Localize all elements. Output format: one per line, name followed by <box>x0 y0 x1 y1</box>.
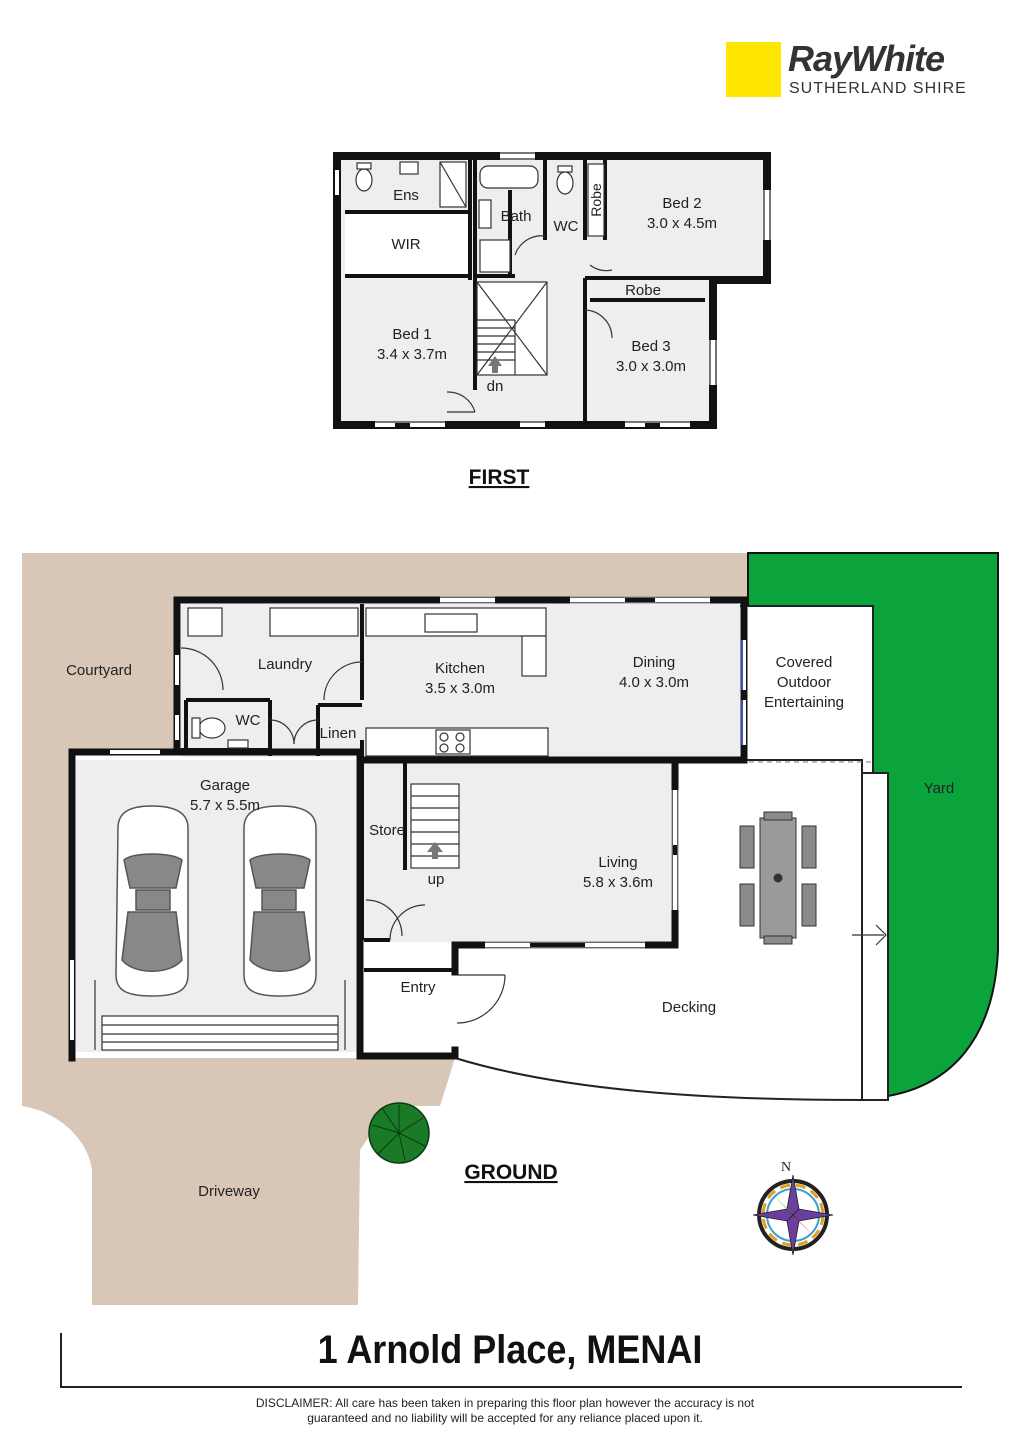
decking-outline <box>454 759 863 1102</box>
room-label-laundry: Laundry <box>258 656 313 673</box>
bed2-robe <box>587 163 605 237</box>
room-label-living-name: Living <box>598 854 637 871</box>
ground-floor-plan: N Courtyard Laundry WC Linen Kitchen 3.5… <box>22 552 999 1305</box>
outdoor-dining-table-icon <box>739 811 817 945</box>
disclaimer-line-1: DISCLAIMER: All care has been taken in p… <box>255 1396 755 1410</box>
compass-icon: N <box>752 1160 834 1256</box>
first-floor-title: FIRST <box>469 466 530 489</box>
room-label-bath: Bath <box>501 208 532 225</box>
first-floor-plan: Ens Bath WC Robe Bed 2 3.0 x 4.5m WIR Ro… <box>333 152 771 489</box>
ground-stair-arrow <box>427 842 443 852</box>
courtyard-driveway-area <box>22 553 748 1305</box>
bath-shower <box>479 239 511 273</box>
room-label-wir: WIR <box>391 236 420 253</box>
car-icon-left <box>115 805 189 997</box>
room-label-decking: Decking <box>662 999 716 1016</box>
room-label-store: Store <box>369 822 405 839</box>
first-stair-label: dn <box>487 378 504 395</box>
ground-stair-label: up <box>428 871 445 888</box>
room-label-wc-first: WC <box>554 218 579 235</box>
room-label-garage-size: 5.7 x 5.5m <box>190 797 260 814</box>
room-label-bed1-name: Bed 1 <box>392 326 431 343</box>
compass-north-label: N <box>781 1160 791 1175</box>
room-label-kitchen-size: 3.5 x 3.0m <box>425 680 495 697</box>
ground-stairs <box>410 783 460 869</box>
room-label-entertaining: Entertaining <box>764 694 844 711</box>
kitchen-bench-return <box>521 635 547 677</box>
car-icon-right <box>243 805 317 997</box>
entry-floor <box>364 945 454 1055</box>
tree-icon <box>368 1102 430 1164</box>
disclaimer-line-2: guaranteed and no liability will be acce… <box>307 1411 703 1425</box>
wc-toilet-icon <box>556 171 574 195</box>
address-bracket-tick <box>60 1333 62 1388</box>
room-label-bed1-size: 3.4 x 3.7m <box>377 346 447 363</box>
room-label-bed2-name: Bed 2 <box>662 195 701 212</box>
room-label-outdoor: Outdoor <box>777 674 831 691</box>
bathtub <box>479 165 539 189</box>
ensuite-toilet-icon <box>355 168 373 192</box>
wir-room <box>345 212 470 274</box>
garage-cars <box>115 805 317 997</box>
room-label-robe-upper: Robe <box>588 183 604 217</box>
ensuite-basin <box>399 161 419 175</box>
laundry-tub <box>187 607 223 637</box>
laundry-bench <box>269 607 359 637</box>
raywhite-logo: RayWhite SUTHERLAND SHIRE <box>726 38 986 100</box>
room-label-courtyard: Courtyard <box>66 662 132 679</box>
room-label-yard: Yard <box>924 780 955 797</box>
room-label-kitchen-name: Kitchen <box>435 660 485 677</box>
logo-office: SUTHERLAND SHIRE <box>789 80 967 97</box>
side-path-arrow-icon <box>852 924 887 946</box>
side-gate-path <box>861 772 889 1101</box>
ground-floor-title: GROUND <box>464 1161 557 1184</box>
address-underline <box>60 1386 962 1388</box>
logo-yellow-square <box>726 42 781 97</box>
room-label-driveway: Driveway <box>198 1183 260 1200</box>
room-label-linen: Linen <box>320 725 357 742</box>
disclaimer: DISCLAIMER: All care has been taken in p… <box>200 1396 810 1426</box>
room-label-robe-lower: Robe <box>625 282 661 299</box>
room-label-bed3-name: Bed 3 <box>631 338 670 355</box>
room-label-bed3-size: 3.0 x 3.0m <box>616 358 686 375</box>
logo-brand: RayWhite <box>788 38 945 79</box>
bath-vanity <box>478 199 492 229</box>
kitchen-sink <box>424 613 478 633</box>
room-label-dining-name: Dining <box>633 654 676 671</box>
property-address: 1 Arnold Place, MENAI <box>317 1328 703 1372</box>
room-label-living-size: 5.8 x 3.6m <box>583 874 653 891</box>
room-label-garage-name: Garage <box>200 777 250 794</box>
room-label-entry: Entry <box>400 979 436 996</box>
ground-wc-toilet-icon <box>198 717 226 739</box>
garage-steps <box>101 1015 339 1051</box>
first-stair-arrow <box>488 356 502 366</box>
room-label-covered: Covered <box>776 654 833 671</box>
room-label-dining-size: 4.0 x 3.0m <box>619 674 689 691</box>
room-label-bed2-size: 3.0 x 4.5m <box>647 215 717 232</box>
room-label-ens: Ens <box>393 187 419 204</box>
room-label-wc-ground: WC <box>236 712 261 729</box>
